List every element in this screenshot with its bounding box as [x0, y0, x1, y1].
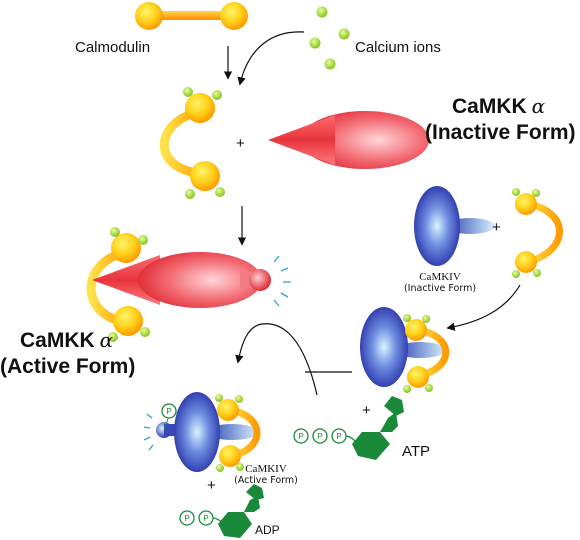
camkiv-calmodulin-complex [360, 307, 450, 393]
camkiv-name: CaMKIV [419, 271, 461, 283]
calcium-ions-cluster [309, 6, 350, 70]
plus-sign: + [207, 477, 216, 494]
phosphate-adp-2: P [203, 514, 208, 523]
calcium-bound-calmodulin [159, 87, 225, 199]
camkiv-inactive-enzyme [414, 186, 495, 266]
activation-burst-icon [273, 255, 291, 307]
phosphate-adp-1: P [184, 514, 189, 523]
camkk-inactive-form-label: (Inactive Form) [425, 121, 576, 144]
atp-molecule: P P P [293, 396, 404, 460]
camkiv-binding-arrow [446, 284, 521, 331]
phosphate-camkiv: P [166, 407, 171, 416]
alpha-symbol: α [99, 328, 114, 352]
top-arrows [223, 31, 305, 86]
camkiv-inactive-label: CaMKIV (Inactive Form) [400, 271, 480, 295]
camkiv-active-form: (Active Form) [234, 474, 298, 486]
camkiv-inactive-form: (Inactive Form) [403, 282, 477, 294]
activation-burst-icon [143, 413, 154, 451]
camkk-name: CaMKK [20, 329, 95, 352]
adp-molecule: P P [179, 484, 264, 538]
alpha-symbol: α [531, 94, 546, 118]
camkiv-active-complex: P [143, 392, 261, 472]
camkk-active-form-label: (Active Form) [0, 355, 136, 378]
phosphate-atp-1: P [298, 432, 303, 441]
plus-sign: + [492, 219, 501, 236]
camkk-name: CaMKK [452, 95, 527, 118]
camkk-active-complex [86, 227, 291, 342]
camkiv-active-label: CaMKIV (Active Form) [228, 463, 304, 487]
plus-sign: + [236, 135, 245, 152]
phosphate-atp-2: P [317, 432, 322, 441]
atp-label: ATP [402, 443, 431, 460]
phosphate-atp-3: P [336, 432, 341, 441]
calmodulin-label: Calmodulin [75, 39, 151, 56]
calcium-ions-label: Calcium ions [355, 39, 441, 56]
plus-sign: + [362, 402, 371, 419]
calmodulin-molecule [135, 2, 248, 30]
camkk-inactive-enzyme [268, 111, 429, 169]
camkiv-name: CaMKIV [245, 463, 287, 475]
adp-label: ADP [255, 523, 280, 537]
phosphorylation-connector [235, 323, 352, 396]
calcium-bound-calmodulin-right [512, 188, 563, 278]
